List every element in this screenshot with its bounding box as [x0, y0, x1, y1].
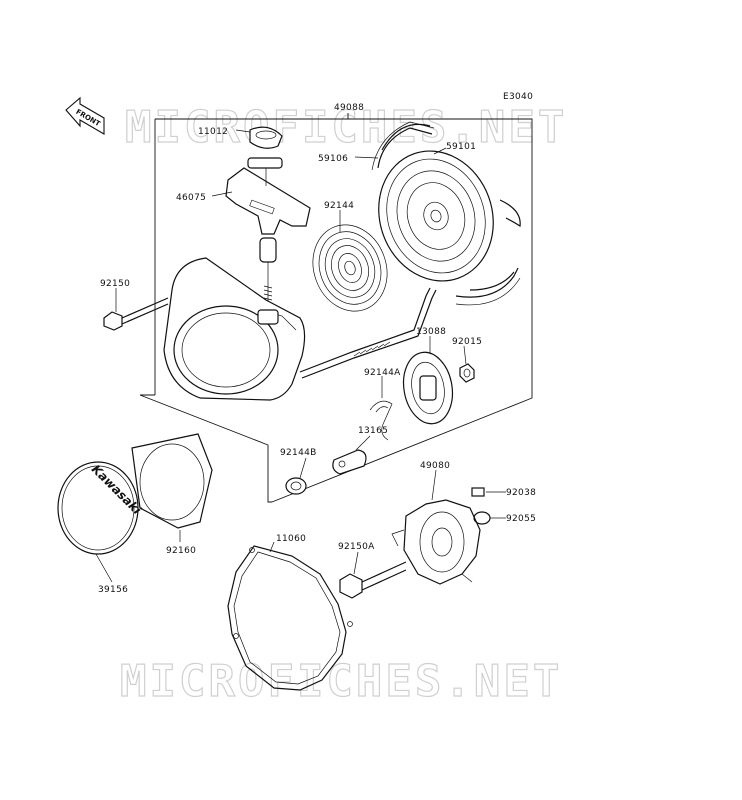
- watermark-top: MICROFICHES.NET: [125, 102, 567, 153]
- front-arrow-icon: FRONT: [65, 96, 105, 135]
- label-92015: 92015: [452, 337, 482, 347]
- part-recoil-housing: [163, 257, 306, 401]
- label-92038: 92038: [506, 488, 536, 498]
- part-92160-gasket: [131, 433, 213, 529]
- label-92160: 92160: [166, 546, 196, 556]
- part-13088-ratchet: [402, 351, 454, 425]
- label-46075: 46075: [176, 193, 206, 203]
- label-13088: 13088: [416, 327, 446, 337]
- leader-lines: [95, 129, 506, 583]
- part-92015-nut: [459, 363, 475, 383]
- label-92144: 92144: [324, 201, 354, 211]
- part-rope: [299, 287, 437, 379]
- part-11060-gasket: [227, 545, 353, 691]
- label-92150: 92150: [100, 279, 130, 289]
- part-92150A-bolt: [339, 561, 407, 599]
- label-92144B: 92144B: [280, 448, 317, 458]
- part-11012-cap: [249, 126, 283, 149]
- label-59106: 59106: [318, 154, 348, 164]
- label-49088: 49088: [334, 103, 364, 113]
- part-59106-guide: [371, 121, 521, 306]
- label-39156: 39156: [98, 585, 128, 595]
- part-13165-pawl: [332, 449, 367, 475]
- part-92150-bolt: [103, 297, 169, 331]
- label-11012: 11012: [198, 127, 228, 137]
- label-13165: 13165: [358, 426, 388, 436]
- diagram-code: E3040: [503, 92, 533, 102]
- label-92144A: 92144A: [364, 368, 401, 378]
- label-92055: 92055: [506, 514, 536, 524]
- label-59101: 59101: [446, 142, 476, 152]
- label-49080: 49080: [420, 461, 450, 471]
- part-92038-key: [471, 487, 485, 497]
- part-92144A-clip: [369, 400, 393, 441]
- part-92144-spring: [312, 224, 388, 312]
- part-49080-pulley: [391, 499, 481, 585]
- part-59101-reel: [378, 123, 515, 291]
- part-39156-cover: Kawasaki: [57, 461, 145, 555]
- label-11060: 11060: [276, 534, 306, 544]
- part-92055-oring: [473, 511, 491, 525]
- assembly-frame: [139, 113, 533, 503]
- part-labels: 49088 11012 59106 59101 46075 92144 9215…: [98, 103, 536, 595]
- part-46075-handle: [225, 157, 311, 310]
- watermark-bottom: MICROFICHES.NET: [120, 656, 562, 707]
- part-92144B-collar: [285, 477, 307, 495]
- label-92150A: 92150A: [338, 542, 375, 552]
